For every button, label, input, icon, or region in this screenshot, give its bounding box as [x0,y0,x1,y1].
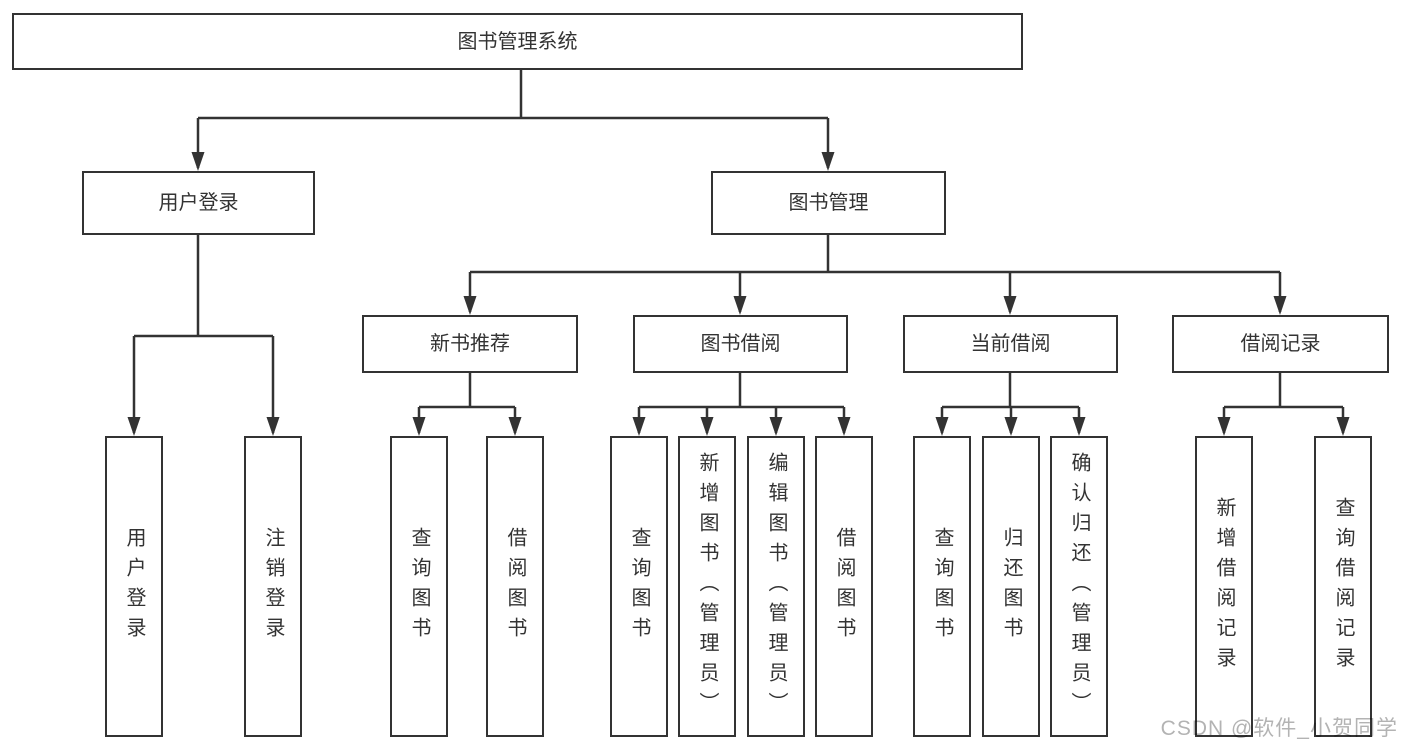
leaf-label: 借阅图书 [504,526,526,647]
node-current-borrow: 当前借阅 [903,315,1118,373]
leaf-label: 查询图书 [628,526,650,647]
leaf-label: 新增借阅记录 [1213,496,1235,677]
leaf-label: 编辑图书（管理员） [765,451,787,722]
node-label: 新书推荐 [430,333,510,355]
leaf-label: 确认归还（管理员） [1068,451,1090,722]
node-label: 图书管理系统 [457,30,578,53]
leaf-label: 借阅图书 [833,526,855,647]
leaf-label: 注销登录 [262,526,284,647]
leaf-label: 查询借阅记录 [1332,496,1354,677]
leaf-borrow-books-recommend: 借阅图书 [486,436,544,737]
leaf-return-books: 归还图书 [982,436,1040,737]
leaf-query-borrow-record: 查询借阅记录 [1314,436,1372,737]
node-root-library-system: 图书管理系统 [12,13,1023,70]
leaf-label: 查询图书 [931,526,953,647]
node-label: 图书借阅 [700,333,781,355]
watermark-text: CSDN @软件_小贺同学 [1160,717,1398,740]
leaf-edit-books-admin: 编辑图书（管理员） [747,436,805,737]
node-label: 借阅记录 [1240,333,1321,355]
node-label: 当前借阅 [970,333,1051,355]
leaf-label: 新增图书（管理员） [696,451,718,722]
leaf-label: 用户登录 [123,526,145,647]
leaf-label: 查询图书 [408,526,430,647]
leaf-confirm-return-admin: 确认归还（管理员） [1050,436,1108,737]
leaf-borrow-books: 借阅图书 [815,436,873,737]
leaf-user-login: 用户登录 [105,436,163,737]
node-borrow-records: 借阅记录 [1172,315,1389,373]
leaf-add-books-admin: 新增图书（管理员） [678,436,736,737]
node-label: 用户登录 [158,192,239,214]
node-book-borrow: 图书借阅 [633,315,848,373]
leaf-label: 归还图书 [1000,526,1022,647]
node-new-book-recommend: 新书推荐 [362,315,578,373]
leaf-add-borrow-record: 新增借阅记录 [1195,436,1253,737]
node-label: 图书管理 [788,192,869,214]
leaf-query-books-current: 查询图书 [913,436,971,737]
leaf-query-books-borrow: 查询图书 [610,436,668,737]
node-user-login: 用户登录 [82,171,315,235]
node-book-management: 图书管理 [711,171,946,235]
leaf-query-books-recommend: 查询图书 [390,436,448,737]
leaf-logout-login: 注销登录 [244,436,302,737]
